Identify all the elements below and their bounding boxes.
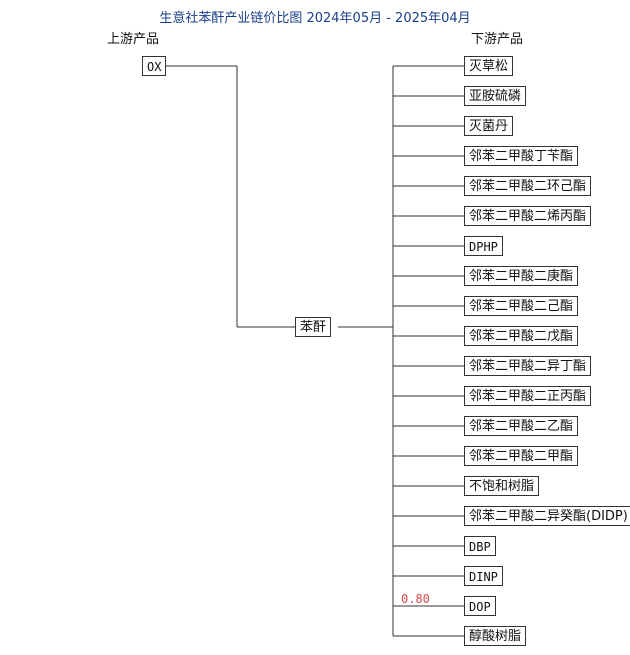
downstream-node[interactable]: 不饱和树脂 — [464, 476, 540, 496]
downstream-header: 下游产品 — [471, 32, 524, 47]
downstream-node[interactable]: 邻苯二甲酸二己酯 — [464, 296, 579, 316]
downstream-node[interactable]: 邻苯二甲酸二甲酯 — [464, 446, 579, 466]
center-node-phthalic-anhydride[interactable]: 苯酐 — [295, 317, 332, 337]
downstream-node[interactable]: DBP — [464, 536, 496, 556]
downstream-node[interactable]: 醇酸树脂 — [464, 626, 527, 646]
downstream-node[interactable]: 灭草松 — [464, 56, 514, 76]
downstream-node[interactable]: 邻苯二甲酸二烯丙酯 — [464, 206, 592, 226]
downstream-node[interactable]: DINP — [464, 566, 503, 586]
downstream-node[interactable]: 邻苯二甲酸二正丙酯 — [464, 386, 592, 406]
upstream-header: 上游产品 — [107, 32, 160, 47]
downstream-node[interactable]: 邻苯二甲酸二异癸酯(DIDP) — [464, 506, 630, 526]
downstream-node[interactable]: 邻苯二甲酸二异丁酯 — [464, 356, 592, 376]
downstream-node[interactable]: DOP — [464, 596, 496, 616]
downstream-node[interactable]: 邻苯二甲酸二戊酯 — [464, 326, 579, 346]
downstream-node[interactable]: 邻苯二甲酸二庚酯 — [464, 266, 579, 286]
price-ratio-label: 0.80 — [401, 592, 430, 606]
downstream-node[interactable]: 邻苯二甲酸丁苄酯 — [464, 146, 579, 166]
downstream-node[interactable]: 邻苯二甲酸二乙酯 — [464, 416, 579, 436]
chart-title: 生意社苯酐产业链价比图 2024年05月 - 2025年04月 — [159, 11, 471, 26]
downstream-node[interactable]: 灭菌丹 — [464, 116, 514, 136]
downstream-node[interactable]: 邻苯二甲酸二环己酯 — [464, 176, 592, 196]
downstream-node[interactable]: DPHP — [464, 236, 503, 256]
upstream-node-ox[interactable]: OX — [142, 56, 167, 76]
downstream-node[interactable]: 亚胺硫磷 — [464, 86, 527, 106]
